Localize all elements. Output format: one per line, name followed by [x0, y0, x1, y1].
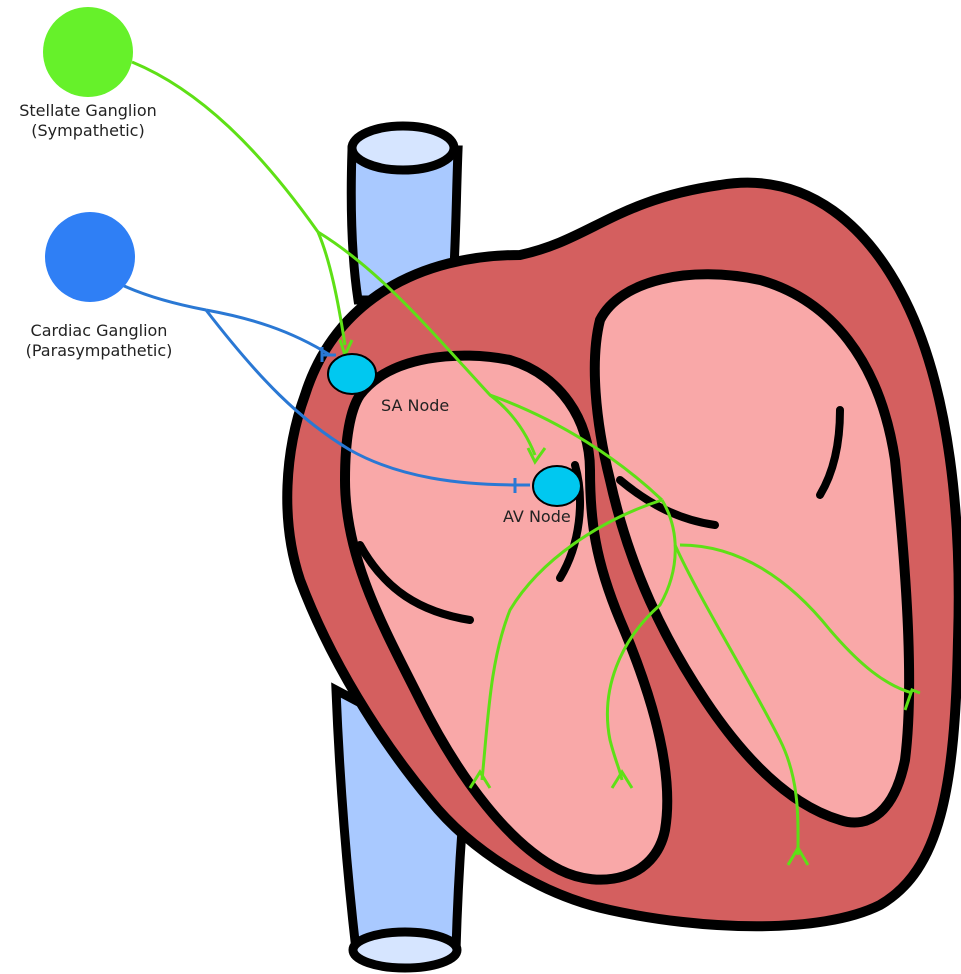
cardiac-ganglion-icon	[45, 212, 135, 302]
cardiac-label-line1: Cardiac Ganglion	[26, 321, 173, 341]
av-node	[533, 466, 581, 506]
sa-node-label: SA Node	[381, 396, 449, 416]
green-nerve-trunk	[132, 62, 318, 232]
stellate-ganglion-label: Stellate Ganglion (Sympathetic)	[19, 101, 157, 141]
av-node-label: AV Node	[503, 507, 571, 527]
sa-node	[328, 354, 376, 394]
cardiac-ganglion-label: Cardiac Ganglion (Parasympathetic)	[26, 321, 173, 361]
stellate-label-line1: Stellate Ganglion	[19, 101, 157, 121]
stellate-ganglion-icon	[43, 7, 133, 97]
vessel-upper-cap	[352, 126, 454, 170]
cardiac-label-line2: (Parasympathetic)	[26, 341, 173, 361]
vessel-lower-cap	[353, 932, 457, 968]
stellate-label-line2: (Sympathetic)	[19, 121, 157, 141]
blue-nerve-trunk	[122, 285, 206, 310]
